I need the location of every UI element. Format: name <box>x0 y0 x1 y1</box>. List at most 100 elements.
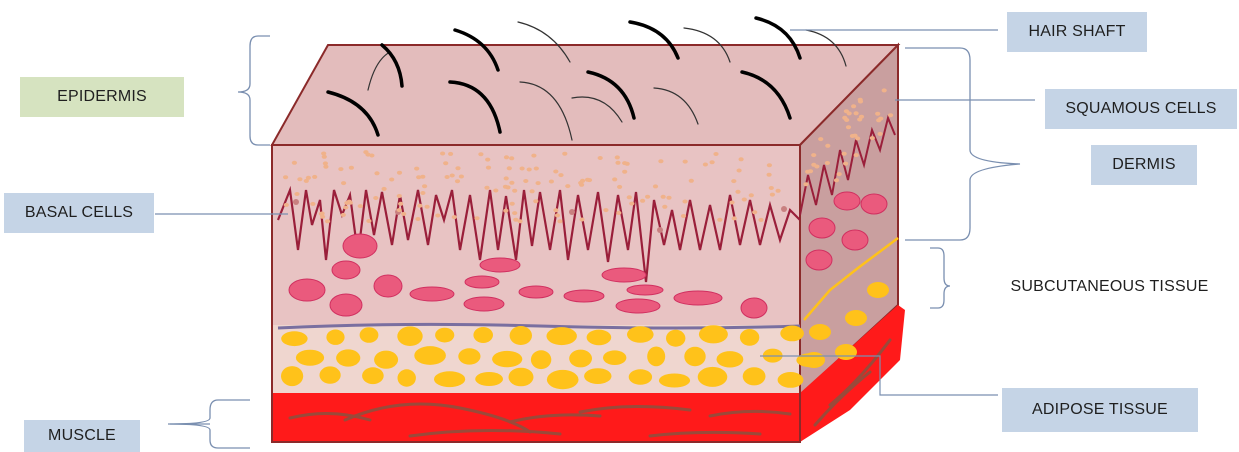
label-subcutaneous-tissue: SUBCUTANEOUS TISSUE <box>982 267 1237 307</box>
squamous-dot <box>769 186 774 190</box>
squamous-dot <box>731 179 736 183</box>
adipose-cell <box>531 350 551 369</box>
squamous-dot <box>518 219 523 223</box>
squamous-dot <box>319 212 324 216</box>
squamous-dot <box>742 198 747 202</box>
adipose-cell <box>835 344 857 360</box>
squamous-dot <box>553 170 558 174</box>
squamous-dot <box>579 183 584 187</box>
squamous-dot <box>729 201 734 205</box>
squamous-dot <box>531 154 536 158</box>
squamous-dot <box>627 195 632 199</box>
squamous-dot <box>325 219 330 223</box>
squamous-dot <box>846 125 851 129</box>
squamous-dot <box>629 202 634 206</box>
squamous-dot <box>878 117 883 121</box>
adipose-cell <box>435 328 454 343</box>
squamous-dot <box>732 216 737 220</box>
squamous-dot <box>811 153 816 157</box>
skin-top-face <box>272 45 898 145</box>
adipose-cell <box>803 352 825 368</box>
squamous-dot <box>322 155 327 159</box>
squamous-dot <box>485 158 490 162</box>
adipose-cell <box>684 347 705 367</box>
squamous-dot <box>401 212 406 216</box>
squamous-dot <box>870 136 875 140</box>
squamous-dot <box>752 210 757 214</box>
squamous-dot <box>811 163 816 167</box>
adipose-cell <box>374 351 398 369</box>
adipose-cell <box>627 326 654 343</box>
squamous-dot <box>397 194 402 198</box>
squamous-dot <box>420 191 425 195</box>
squamous-dot <box>292 161 297 165</box>
squamous-dot <box>767 173 772 177</box>
epidermis-brace <box>238 36 270 145</box>
adipose-cell <box>281 331 307 346</box>
squamous-dot <box>349 166 354 170</box>
squamous-dot <box>366 219 371 223</box>
squamous-dot <box>859 115 864 119</box>
squamous-dot <box>681 214 686 218</box>
squamous-dot <box>536 181 541 185</box>
squamous-dot <box>503 209 508 213</box>
squamous-dot <box>389 178 394 182</box>
label-adipose-tissue: ADIPOSE TISSUE <box>1002 388 1198 432</box>
squamous-dot <box>443 161 448 165</box>
squamous-dot <box>615 155 620 159</box>
squamous-dot <box>512 211 517 215</box>
squamous-dot <box>882 88 887 92</box>
squamous-dot <box>739 157 744 161</box>
squamous-dot <box>562 152 567 156</box>
squamous-dot <box>666 196 671 200</box>
squamous-dot <box>533 199 538 203</box>
squamous-dot <box>851 104 856 108</box>
squamous-dot <box>616 211 621 215</box>
squamous-dot <box>658 159 663 163</box>
squamous-dot <box>661 195 666 199</box>
squamous-dot <box>510 202 515 206</box>
squamous-dot <box>358 204 363 208</box>
squamous-dot <box>523 179 528 183</box>
squamous-dot <box>474 216 479 220</box>
squamous-dot <box>504 176 509 180</box>
squamous-dot <box>689 179 694 183</box>
squamous-dot <box>509 156 514 160</box>
adipose-cell <box>336 349 360 366</box>
squamous-dot <box>341 181 346 185</box>
adipose-cell <box>780 326 804 342</box>
squamous-dot <box>509 181 514 185</box>
adipose-cell <box>699 325 728 343</box>
adipose-cell <box>629 369 652 384</box>
squamous-dot <box>297 177 302 181</box>
adipose-cell <box>778 372 804 388</box>
label-muscle: MUSCLE <box>24 420 140 452</box>
squamous-dot <box>717 218 722 222</box>
squamous-dot <box>805 170 810 174</box>
adipose-cell <box>475 372 503 386</box>
adipose-cell <box>362 367 384 384</box>
adipose-cell <box>867 282 889 298</box>
adipose-cell <box>547 327 577 345</box>
squamous-dot <box>452 215 457 219</box>
squamous-dot <box>843 162 848 166</box>
squamous-dot <box>612 177 617 181</box>
adipose-cell <box>666 330 685 347</box>
squamous-dot <box>504 155 509 159</box>
adipose-cell <box>326 330 344 345</box>
adipose-cell <box>492 351 522 367</box>
squamous-dot <box>598 156 603 160</box>
squamous-dot <box>520 167 525 171</box>
subcutaneous-brace <box>930 248 950 308</box>
squamous-dot <box>323 165 328 169</box>
squamous-dot <box>440 152 445 156</box>
squamous-dot <box>844 109 849 113</box>
squamous-dot <box>737 169 742 173</box>
adipose-cell <box>473 327 493 343</box>
squamous-dot <box>486 166 491 170</box>
adipose-cell <box>397 326 422 346</box>
adipose-cell <box>414 346 446 365</box>
adipose-cell <box>587 330 612 346</box>
squamous-dot <box>825 144 830 148</box>
